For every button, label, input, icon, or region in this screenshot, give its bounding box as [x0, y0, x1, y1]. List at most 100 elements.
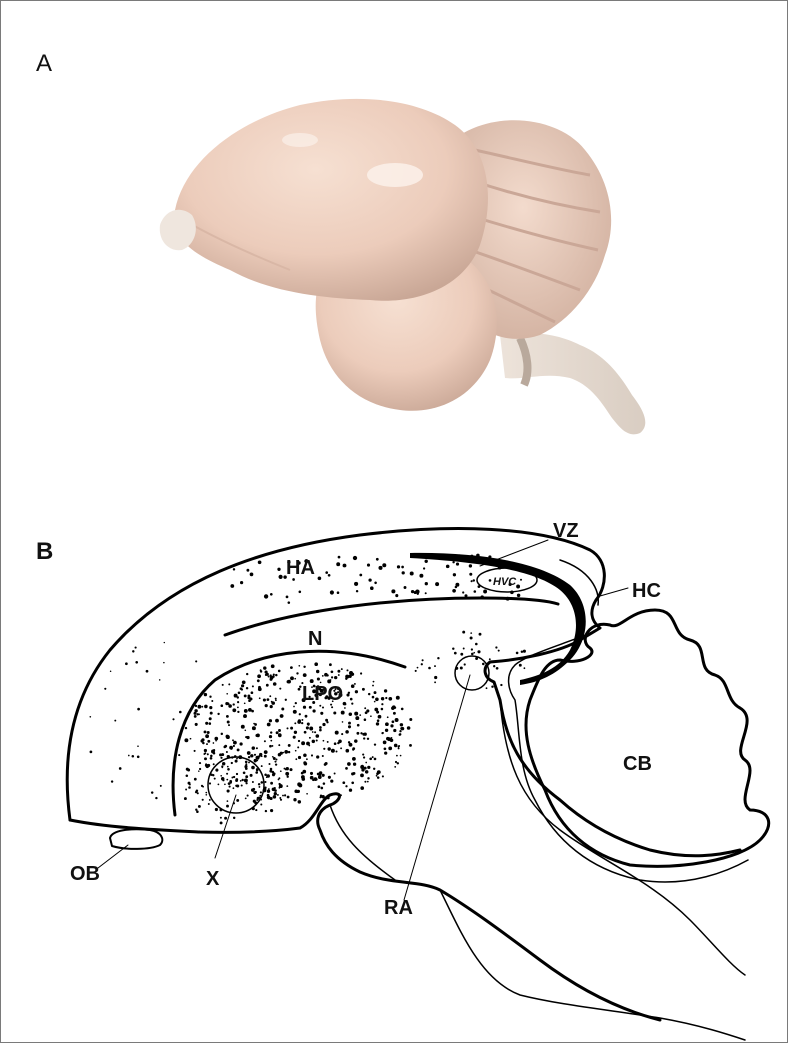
neuron-dot	[298, 665, 300, 667]
neuron-dot	[452, 647, 454, 649]
neuron-dot	[378, 715, 382, 719]
neuron-dot	[304, 731, 307, 734]
neuron-dot	[254, 723, 257, 726]
neuron-dot	[198, 770, 200, 772]
neuron-dot	[186, 768, 189, 771]
neuron-dot	[277, 794, 279, 796]
neuron-dot	[241, 784, 243, 786]
neuron-dot	[252, 746, 256, 750]
neuron-dot	[351, 684, 355, 688]
neuron-dot	[237, 696, 239, 698]
forebrain-base	[70, 794, 660, 1020]
neuron-dot	[206, 765, 209, 768]
neuron-dot	[288, 601, 291, 604]
neuron-dot	[220, 704, 223, 707]
neuron-dot	[301, 719, 303, 721]
neuron-dot	[401, 708, 404, 711]
neuron-dot	[284, 794, 286, 796]
neuron-dot	[259, 795, 261, 797]
neuron-dot	[266, 776, 268, 778]
neuron-dot	[359, 574, 362, 577]
callout-label-vz: VZ	[553, 520, 579, 542]
neuron-dot	[195, 660, 197, 662]
neuron-dot	[243, 714, 247, 718]
neuron-dot	[164, 642, 165, 643]
neuron-dot	[227, 800, 229, 802]
neuron-dot	[367, 781, 369, 783]
neuron-dot	[331, 706, 333, 708]
neuron-dot	[213, 763, 215, 765]
neuron-dot	[215, 808, 218, 811]
neuron-dot	[402, 571, 405, 574]
neuron-dot	[489, 579, 492, 582]
neuron-dot	[344, 707, 346, 709]
neuron-dot	[382, 563, 386, 567]
neuron-dot	[295, 702, 297, 704]
neuron-dot	[252, 685, 254, 687]
neuron-dot	[269, 695, 271, 697]
neuron-dot	[435, 582, 439, 586]
neuron-dot	[377, 776, 380, 779]
neuron-dot	[275, 674, 277, 676]
neuron-dot	[273, 674, 275, 676]
neuron-dot	[199, 768, 201, 770]
neuron-dot	[280, 770, 282, 772]
neuron-dot	[265, 704, 268, 707]
neuron-dot	[240, 742, 243, 745]
neuron-dot	[201, 738, 204, 741]
neuron-dot	[290, 727, 293, 730]
neuron-dot	[231, 756, 233, 758]
neuron-dot	[348, 725, 351, 728]
neuron-dot	[363, 737, 365, 739]
neuron-dot	[260, 799, 262, 801]
neuron-dot	[434, 681, 436, 683]
neuron-dot	[446, 565, 450, 569]
neuron-dot	[213, 742, 215, 744]
neuron-dot	[273, 757, 276, 760]
neuron-dot	[463, 648, 465, 650]
neuron-dot	[391, 589, 395, 593]
neuron-dot	[356, 732, 359, 735]
neuron-dot	[268, 763, 270, 765]
neuron-dot	[248, 756, 250, 758]
neuron-dot	[345, 785, 347, 787]
neuron-dot	[337, 670, 340, 673]
neuron-dot	[370, 715, 372, 717]
neuron-dot	[319, 726, 322, 729]
neuron-dot	[270, 809, 272, 811]
neuron-dot	[258, 686, 261, 689]
neuron-dot	[160, 785, 162, 787]
neuron-dot	[491, 685, 493, 687]
neuron-dot	[257, 679, 260, 682]
neuron-dot	[258, 786, 260, 788]
neuron-dot	[337, 591, 340, 594]
neuron-dot	[464, 557, 467, 560]
neuron-dot	[104, 688, 106, 690]
neuron-dot	[222, 762, 225, 765]
neuron-dot	[233, 568, 235, 570]
neuron-dot	[460, 667, 463, 670]
neuron-dot	[246, 569, 249, 572]
neuron-dot	[205, 722, 208, 725]
neuron-dot	[202, 799, 204, 801]
neuron-dot	[367, 777, 369, 779]
neuron-dot	[294, 722, 296, 724]
neuron-dot	[355, 716, 359, 720]
neuron-dot	[474, 590, 477, 593]
neuron-dot	[368, 578, 371, 581]
neuron-dot	[349, 789, 352, 792]
neuron-dot	[329, 663, 332, 666]
neuron-dot	[286, 785, 288, 787]
neuron-dot	[335, 731, 339, 735]
neuron-dot	[334, 742, 337, 745]
neuron-dot	[389, 697, 392, 700]
neuron-dot	[365, 770, 368, 773]
neuron-dot	[151, 791, 153, 793]
neuron-dot	[255, 734, 258, 737]
neuron-dot	[89, 716, 91, 718]
neuron-dot	[204, 705, 208, 709]
neuron-dot	[269, 797, 271, 799]
neuron-dot	[455, 667, 458, 670]
neuron-dot	[209, 706, 212, 709]
